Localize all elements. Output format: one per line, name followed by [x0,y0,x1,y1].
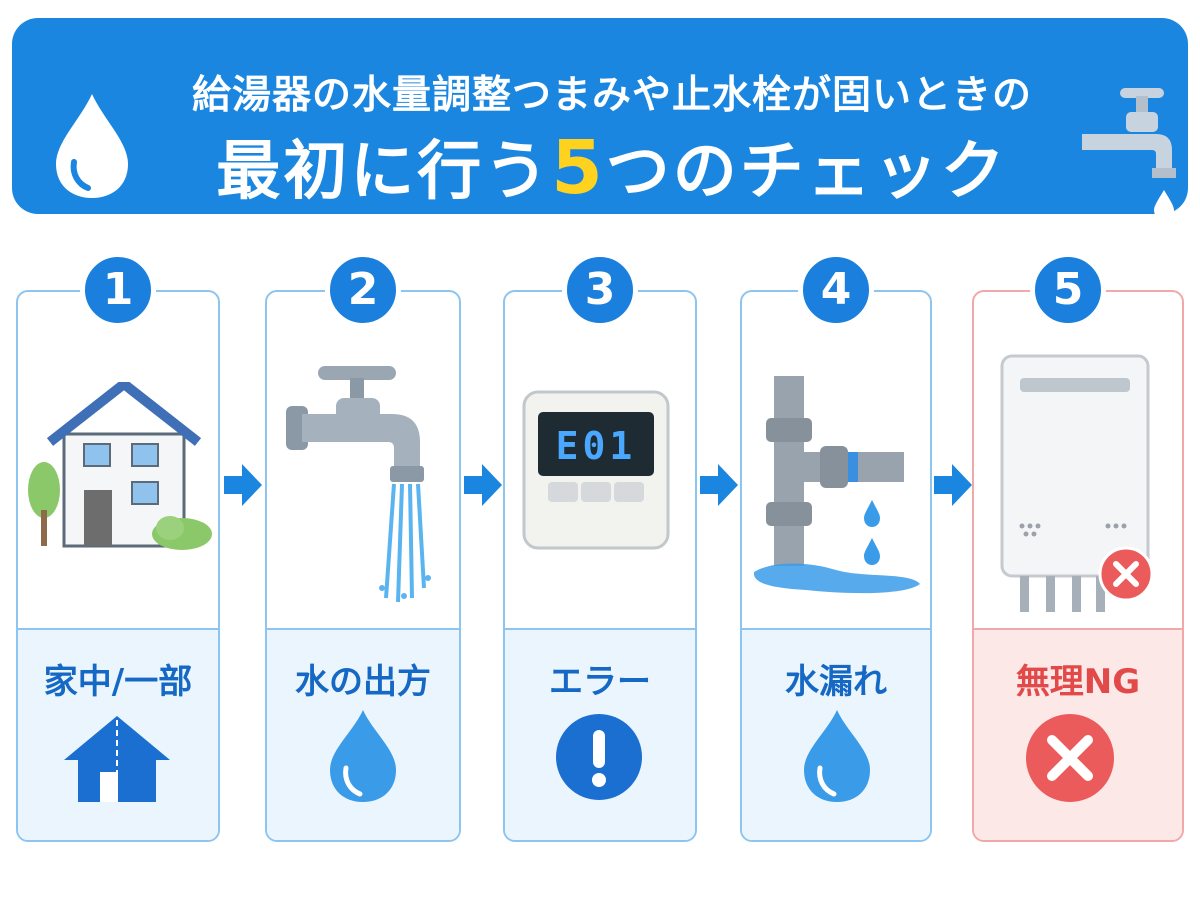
arrow-right-icon [464,464,502,506]
house-illustration [28,382,212,550]
step-label: 水の出方 [295,662,431,702]
step-label: エラー [549,662,651,702]
house-icon [64,716,170,802]
error-code-display: E01 [555,424,637,468]
step-label: 家中/一部 [43,662,193,702]
water-drop-icon [56,94,128,198]
arrow-right-icon [934,464,972,506]
arrow-right-icon [700,464,738,506]
water-heater-illustration [1000,354,1150,612]
water-drop-icon [330,710,396,802]
cross-icon [1098,546,1154,602]
step-number-badge: 3 [562,252,638,328]
arrow-right-icon [224,464,262,506]
faucet-icon [1082,88,1176,218]
header-banner: 給湯器の水量調整つまみや止水栓が固いときの 最初に行う5つのチェック [12,18,1188,218]
running-faucet-illustration [286,366,431,603]
leaking-pipe-illustration [754,376,920,594]
step-number-badge: 2 [325,252,401,328]
step-number-badge: 1 [80,252,156,328]
title-line-2: 最初に行う5つのチェック [162,128,1062,212]
title-number: 5 [551,125,606,211]
water-drop-icon [804,710,870,802]
title-line-1: 給湯器の水量調整つまみや止水栓が固いときの [191,73,1032,118]
step-label: 水漏れ [785,662,887,702]
title-prefix: 最初に行う [216,135,552,209]
cross-icon [1026,714,1114,802]
step-number-badge: 5 [1030,252,1106,328]
control-panel-illustration [522,390,670,550]
exclamation-icon [556,714,642,800]
title-suffix: つのチェック [605,135,1008,209]
step-number-badge: 4 [798,252,874,328]
step-label: 無理NG [1015,662,1141,702]
